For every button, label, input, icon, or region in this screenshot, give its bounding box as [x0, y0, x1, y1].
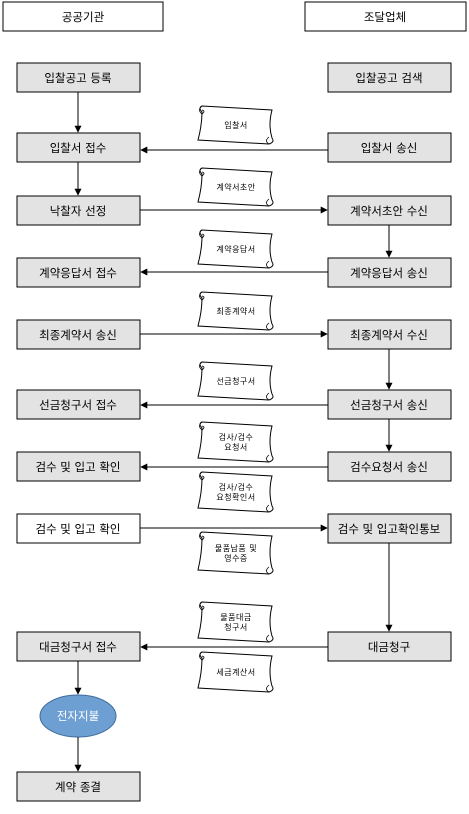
document-label: 세금계산서	[216, 667, 255, 677]
step-bid-receive-label: 입찰서 접수	[50, 141, 107, 155]
step-inspection-confirm-2-label: 검수 및 입고 확인	[35, 522, 120, 536]
step-final-contract-receive: 최종계약서 수신	[327, 319, 452, 350]
step-bid-receive: 입찰서 접수	[16, 132, 141, 163]
document-label: 검사/검수	[219, 482, 254, 492]
document-scroll-icon: 최종계약서	[197, 291, 274, 331]
step-final-contract-receive-label: 최종계약서 수신	[350, 328, 428, 342]
header-supplier: 조달업체	[304, 1, 467, 32]
step-draft-contract-receive: 계약서초안 수신	[327, 195, 452, 226]
document-label: 검사/검수	[219, 432, 254, 442]
step-final-contract-send: 최종계약서 송신	[16, 319, 141, 350]
step-contract-response-send-label: 계약응답서 송신	[350, 266, 428, 280]
step-advance-claim-send: 선금청구서 송신	[327, 389, 452, 420]
header-supplier-label: 조달업체	[364, 10, 406, 24]
step-electronic-payment: 전자지불	[39, 694, 117, 738]
step-winner-select-label: 낙찰자 선정	[50, 204, 107, 218]
step-advance-claim-receive-label: 선금청구서 접수	[39, 398, 117, 412]
step-contract-end-label: 계약 종결	[55, 780, 101, 794]
step-draft-contract-receive-label: 계약서초안 수신	[350, 204, 428, 218]
document-label: 영수증	[224, 553, 248, 563]
step-advance-claim-send-label: 선금청구서 송신	[350, 398, 428, 412]
step-payment-claim-label: 대금청구	[368, 640, 410, 654]
document-label: 물품납품 및	[215, 543, 257, 553]
step-contract-response-send: 계약응답서 송신	[327, 257, 452, 288]
step-bid-notice-search-label: 입찰공고 검색	[355, 71, 422, 85]
step-bid-notice-search: 입찰공고 검색	[327, 62, 452, 93]
step-contract-response-receive-label: 계약응답서 접수	[39, 266, 117, 280]
step-advance-claim-receive: 선금청구서 접수	[16, 389, 141, 420]
header-public-agency: 공공기관	[2, 1, 164, 32]
document-label: 최종계약서	[216, 306, 255, 316]
document-scroll-icon: 입찰서	[197, 105, 274, 145]
header-public-agency-label: 공공기관	[62, 10, 105, 24]
step-inspection-confirm-2: 검수 및 입고 확인	[16, 513, 141, 544]
step-inspection-request-send-label: 검수요청서 송신	[350, 460, 428, 474]
step-contract-response-receive: 계약응답서 접수	[16, 257, 141, 288]
step-payment-claim-receive: 대금청구서 접수	[16, 631, 141, 662]
step-bid-send: 입찰서 송신	[327, 132, 452, 163]
document-scroll-icon: 계약응답서	[197, 229, 274, 269]
step-inspection-notice: 검수 및 입고확인통보	[327, 513, 452, 544]
step-inspection-request-send: 검수요청서 송신	[327, 451, 452, 482]
step-payment-claim: 대금청구	[327, 631, 452, 662]
document-label: 물품대금	[220, 613, 251, 622]
step-inspection-notice-label: 검수 및 입고확인통보	[338, 522, 441, 536]
step-bid-notice-register-label: 입찰공고 등록	[44, 71, 111, 85]
step-payment-claim-receive-label: 대금청구서 접수	[39, 640, 117, 654]
document-label: 계약응답서	[216, 244, 255, 254]
document-scroll-icon: 선금청구서	[197, 361, 274, 401]
document-scroll-icon: 검사/검수요청서	[197, 421, 274, 463]
document-label: 요청확인서	[216, 492, 255, 502]
document-label: 선금청구서	[216, 377, 255, 386]
document-label: 계약서초안	[216, 182, 255, 192]
document-scroll-icon: 계약서초안	[197, 167, 274, 207]
step-inspection-confirm-1-label: 검수 및 입고 확인	[35, 460, 120, 474]
document-label: 청구서	[224, 623, 248, 632]
document-icons: 입찰서계약서초안계약응답서최종계약서선금청구서검사/검수요청서검사/검수요청확인…	[197, 105, 274, 693]
step-electronic-payment-label: 전자지불	[57, 709, 99, 723]
document-label: 요청서	[224, 443, 248, 452]
step-winner-select: 낙찰자 선정	[16, 195, 141, 226]
document-label: 입찰서	[224, 120, 248, 130]
step-bid-notice-register: 입찰공고 등록	[16, 62, 141, 93]
step-inspection-confirm-1: 검수 및 입고 확인	[16, 451, 141, 482]
step-contract-end: 계약 종결	[16, 771, 141, 802]
step-bid-send-label: 입찰서 송신	[361, 141, 418, 155]
document-scroll-icon: 세금계산서	[197, 651, 274, 693]
step-final-contract-send-label: 최종계약서 송신	[39, 328, 117, 342]
